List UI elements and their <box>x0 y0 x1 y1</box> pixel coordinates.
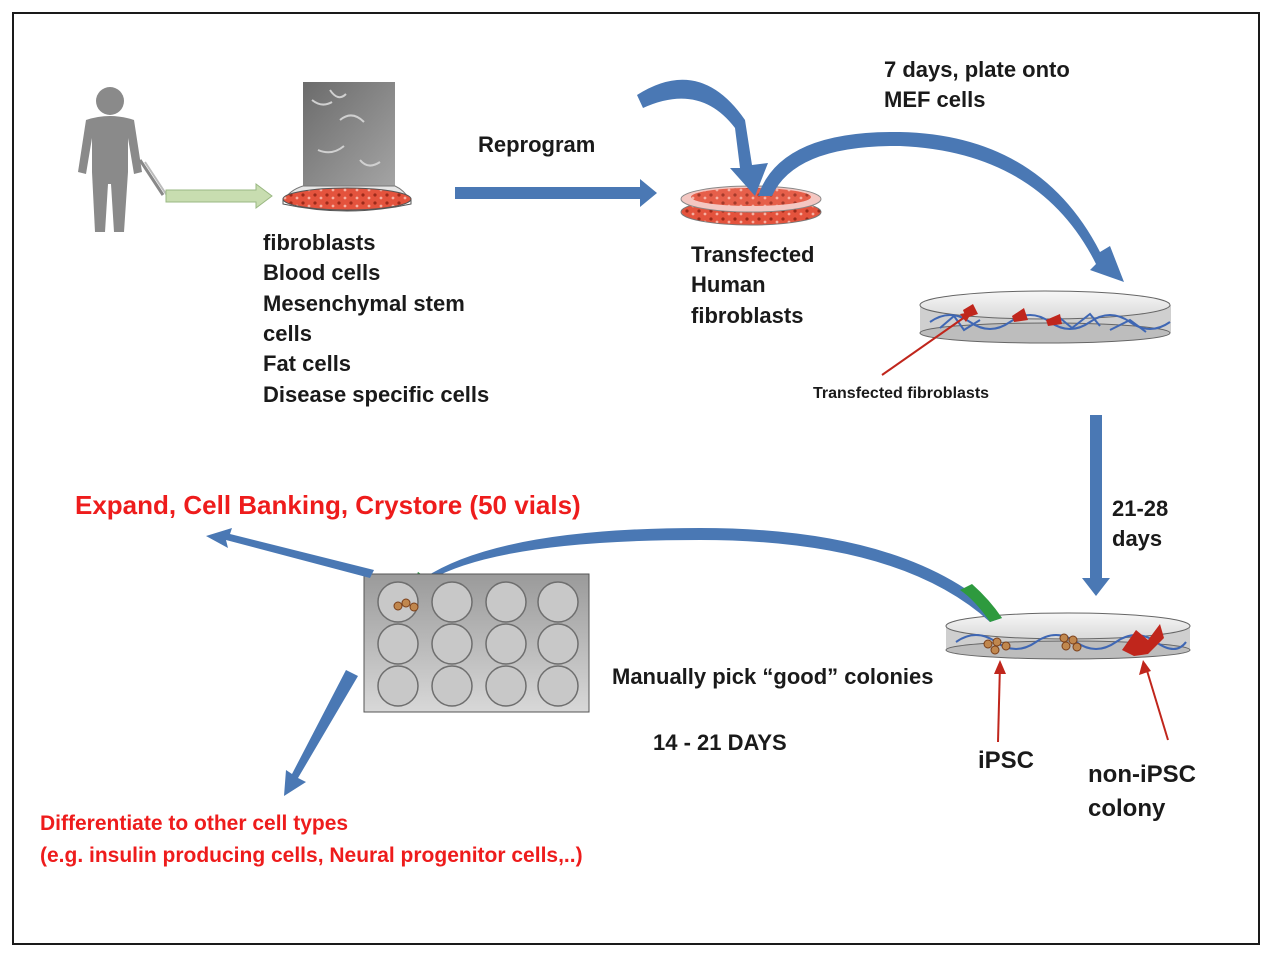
well-plate-icon <box>363 573 590 713</box>
ipsc-pointer <box>997 663 1001 743</box>
non-ipsc-line: non-iPSC <box>1088 761 1196 788</box>
differentiate-arrow <box>284 670 358 796</box>
duration-14-21-label: 14 - 21 DAYS <box>653 730 787 755</box>
petri-dish-icon <box>680 185 822 226</box>
diagram-frame <box>12 12 1260 945</box>
differentiate-label: Differentiate to other cell types (e.g. … <box>40 808 583 871</box>
green-arrow-icon <box>138 159 273 209</box>
transfected-human-line: Human <box>691 272 766 298</box>
cell-source-item: fibroblasts <box>263 230 376 255</box>
reprogram-arrow <box>455 179 657 207</box>
culture-flask-icon <box>282 82 412 212</box>
pick-arrow <box>408 528 1002 622</box>
curved-arrow-in <box>637 79 768 196</box>
human-figure-icon <box>78 87 142 232</box>
expand-arrow <box>206 528 374 578</box>
duration-21-28-label: 21-28 days <box>1112 494 1168 555</box>
cell-source-item: Disease specific cells <box>263 381 490 407</box>
pointer-arrow <box>881 311 973 376</box>
non-ipsc-pointer <box>1144 663 1169 741</box>
reprogram-label: Reprogram <box>478 132 596 157</box>
pointer-arrowhead <box>960 312 972 322</box>
ipsc-pointer-head <box>994 660 1006 674</box>
differentiate-line: (e.g. insulin producing cells, Neural pr… <box>40 843 583 867</box>
differentiate-line: Differentiate to other cell types <box>40 812 349 835</box>
petri-dish-icon <box>945 612 1191 660</box>
transfected-fibroblasts-label: Transfected fibroblasts <box>813 385 990 402</box>
transfected-human-line: Transfected <box>691 242 815 267</box>
plate-onto-label: 7 days, plate onto MEF cells <box>884 55 1070 116</box>
petri-dish-icon <box>919 290 1171 344</box>
expand-label: Expand, Cell Banking, Crystore (50 vials… <box>75 490 581 520</box>
cell-source-item: Fat cells <box>263 351 352 377</box>
duration-line: 21-28 <box>1112 496 1169 521</box>
ipsc-label: iPSC <box>978 747 1035 774</box>
non-ipsc-pointer-head <box>1139 660 1151 675</box>
plate-onto-line: 7 days, plate onto <box>884 57 1070 82</box>
plate-onto-line: MEF cells <box>884 87 986 113</box>
transfected-human-line: fibroblasts <box>691 302 804 328</box>
transfected-human-label: Transfected Human fibroblasts <box>691 240 815 331</box>
non-ipsc-line: colony <box>1088 794 1166 822</box>
cell-sources-list: fibroblasts Blood cells Mesenchymal stem… <box>263 228 489 410</box>
cell-source-item: Blood cells <box>263 260 381 286</box>
manually-pick-label: Manually pick “good” colonies <box>612 664 934 689</box>
non-ipsc-label: non-iPSC colony <box>1088 758 1196 825</box>
cell-source-item: Mesenchymal stem <box>263 290 465 316</box>
down-arrow <box>1082 415 1110 596</box>
cell-source-item: cells <box>263 321 312 347</box>
duration-line: days <box>1112 526 1163 552</box>
